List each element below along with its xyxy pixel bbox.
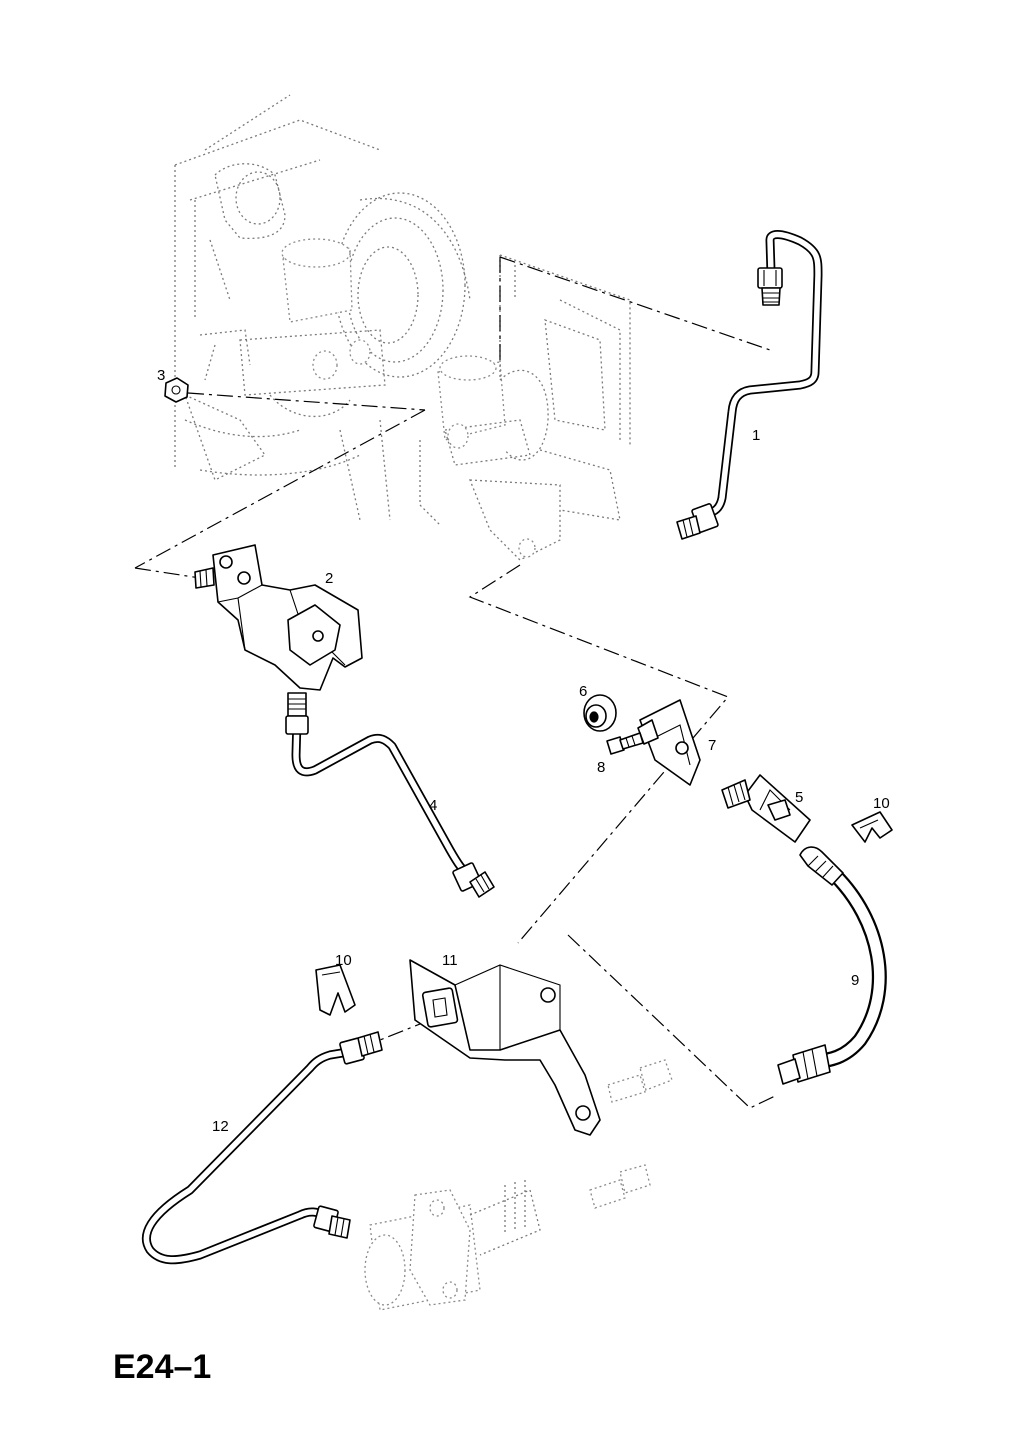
part-8-bolt [606,732,644,755]
callout-12: 12 [212,1118,229,1135]
part-6-grommet [583,694,617,732]
part-10-clip-a [851,811,893,843]
callout-10-upper: 10 [873,795,890,812]
part-1-pipe [676,230,823,540]
part-3-nut [164,377,189,403]
callout-6: 6 [579,683,587,700]
engine-bay-context-ghost [174,94,631,561]
diagram-code: E24–1 [113,1348,211,1386]
callout-3: 3 [157,367,165,384]
callout-10-lower: 10 [335,952,352,969]
callout-9: 9 [851,972,859,989]
bracket-bolts-ghost [589,1059,673,1209]
callout-4: 4 [429,797,437,814]
callout-11: 11 [442,952,458,969]
callout-2: 2 [325,570,333,587]
part-4-pipe [285,692,495,898]
callout-5: 5 [795,789,803,806]
callout-1: 1 [752,427,760,444]
callout-labels: 1 2 3 4 5 6 7 8 9 10 10 11 12 [157,367,890,1135]
callout-7: 7 [708,737,716,754]
part-10-clip-b [315,964,356,1016]
callout-8: 8 [597,759,605,776]
part-9-hose [777,846,887,1085]
part-11-bracket-plate [409,959,601,1136]
leader-lines [134,256,776,1109]
slave-cylinder-ghost [364,1180,541,1311]
part-12-pipe [141,1031,383,1265]
part-7-bracket [637,699,701,786]
part-2-bracket [194,544,363,691]
part-5-bracket [721,774,811,843]
